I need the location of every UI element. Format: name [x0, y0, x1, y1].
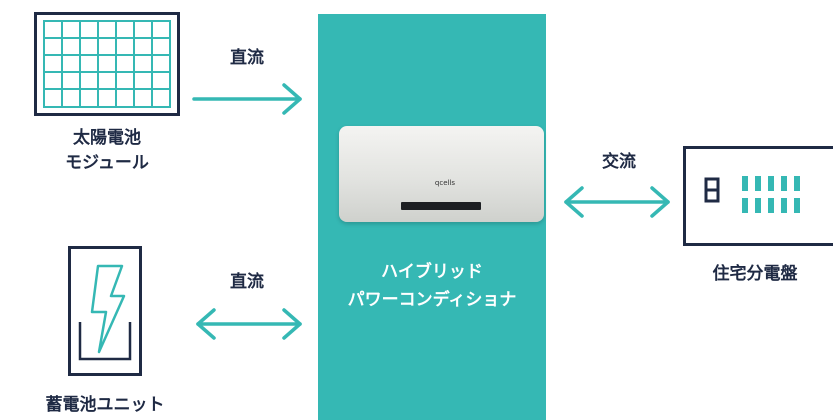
device-display [401, 202, 481, 210]
ac-label: 交流 [602, 152, 636, 172]
bidirectional-arrow-icon [196, 308, 302, 340]
conditioner-label: ハイブリッド パワーコンディショナ [318, 258, 546, 314]
conditioner-label-line1: ハイブリッド [381, 262, 483, 282]
battery-unit-icon [68, 246, 142, 376]
power-conditioner-device: qcells [339, 126, 544, 222]
solar-module-label: 太陽電池 モジュール [40, 126, 174, 176]
conditioner-label-line2: パワーコンディショナ [347, 290, 517, 310]
battery-unit-label: 蓄電池ユニット [45, 395, 165, 415]
lightning-bolt-icon [90, 264, 126, 354]
bidirectional-arrow-icon [564, 186, 670, 218]
brand-logo: qcells [434, 179, 456, 187]
panelboard-icon [683, 146, 833, 246]
solar-module-label-line1: 太陽電池 [73, 128, 141, 148]
dc-label-bottom: 直流 [230, 272, 264, 292]
panelboard-label: 住宅分電盤 [712, 264, 798, 284]
arrow-right-icon [192, 83, 302, 115]
solar-module-label-line2: モジュール [65, 153, 149, 173]
dc-label-top: 直流 [230, 48, 264, 68]
solar-panel-icon [34, 12, 180, 116]
